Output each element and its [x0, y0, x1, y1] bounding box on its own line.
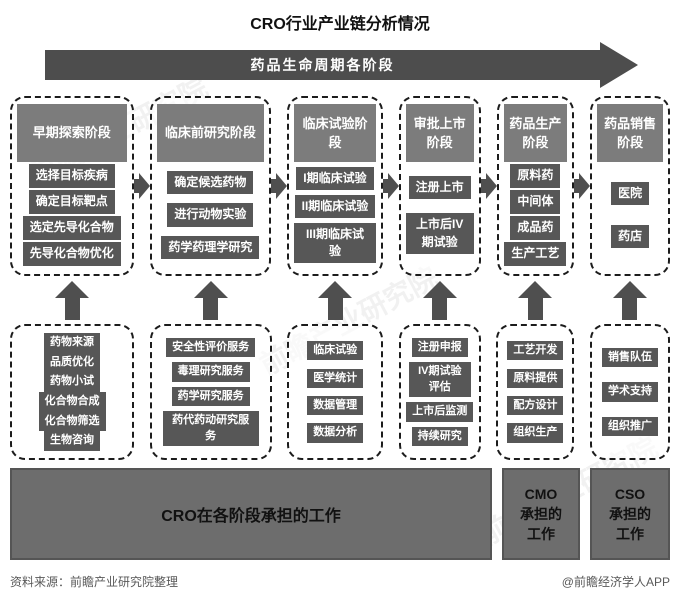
cmo-label-line: 工作 — [527, 526, 555, 543]
service-item: 化合物筛选 — [38, 411, 106, 432]
cso-label-line: CSO — [614, 485, 646, 502]
footer-source: 资料来源：前瞻产业研究院整理 — [10, 575, 179, 589]
stage-column-production: 药品生产阶段 原料药 中间体 成品药 生产工艺 — [496, 96, 575, 276]
cmo-label-line: CMO — [524, 485, 558, 502]
stage-item: 选定先导化合物 — [22, 216, 121, 240]
up-arrow-icon — [422, 280, 457, 320]
stage-column-early-exploration: 早期探索阶段 选择目标疾病 确定目标靶点 选定先导化合物 先导化合物优化 — [10, 96, 134, 276]
stage-item: II期临床试验 — [294, 194, 376, 218]
stage-item: I期临床试验 — [296, 166, 374, 190]
responsibilities-row: CRO在各阶段承担的工作 CMO 承担的 工作 CSO 承担的 工作 — [10, 468, 670, 560]
stage-column-approval-launch: 审批上市阶段 注册上市 上市后IV期试验 — [398, 96, 481, 276]
services-row: 药物来源 品质优化 药物小试 化合物合成 化合物筛选 生物咨询 安全性评价服务 … — [10, 324, 670, 460]
up-arrows-row — [10, 276, 670, 324]
service-box-approval-launch: 注册申报 IV期试验评估 上市后监测 持续研究 — [398, 324, 481, 460]
stage-item: 注册上市 — [408, 175, 471, 200]
service-item: 医学统计 — [307, 368, 364, 388]
up-arrow-icon — [193, 280, 228, 320]
stage-item: 确定候选药物 — [167, 170, 254, 195]
service-item: 临床试验 — [307, 341, 364, 361]
footer-credit: @前瞻经济学人APP — [561, 575, 670, 589]
service-item: 配方设计 — [507, 396, 564, 416]
up-arrow-icon — [518, 280, 553, 320]
service-item: 组织推广 — [601, 416, 658, 437]
service-item: 上市后监测 — [406, 402, 474, 422]
stage-item: 原料药 — [510, 164, 561, 188]
cro-label: CRO在各阶段承担的工作 — [161, 508, 341, 525]
stage-header: 药品生产阶段 — [503, 104, 568, 162]
cso-label-line: 承担的 — [609, 505, 651, 522]
stage-header: 临床试验阶段 — [294, 104, 376, 162]
up-arrow-icon — [318, 280, 353, 320]
service-item: 毒理研究服务 — [171, 362, 250, 382]
stage-item: 医院 — [611, 181, 650, 206]
stage-header: 临床前研究阶段 — [156, 104, 265, 162]
cso-label-line: 工作 — [616, 526, 644, 543]
stage-item: 确定目标靶点 — [28, 190, 115, 214]
service-item: 药学研究服务 — [171, 386, 250, 407]
service-item: 化合物合成 — [38, 392, 106, 412]
stage-column-clinical-trial: 临床试验阶段 I期临床试验 II期临床试验 III期临床试验 — [287, 96, 383, 276]
stage-item: 进行动物实验 — [167, 203, 254, 227]
stage-item: 生产工艺 — [504, 242, 567, 266]
up-arrow-icon — [612, 280, 647, 320]
stage-column-sales: 药品销售阶段 医院 药店 — [590, 96, 671, 276]
service-box-early-exploration: 药物来源 品质优化 药物小试 化合物合成 化合物筛选 生物咨询 — [10, 324, 134, 460]
service-item: 持续研究 — [411, 426, 468, 446]
service-item: 药物来源 — [44, 333, 100, 353]
service-box-production: 工艺开发 原料提供 配方设计 组织生产 — [496, 324, 575, 460]
service-box-sales: 销售队伍 学术支持 组织推广 — [589, 324, 670, 460]
service-item: 品质优化 — [44, 352, 100, 373]
lifecycle-arrow-label: 药品生命周期各阶段 — [250, 57, 395, 73]
service-item: 数据管理 — [307, 396, 364, 416]
stage-header: 药品销售阶段 — [597, 104, 664, 162]
right-arrow-icon — [574, 173, 591, 199]
cmo-box: CMO 承担的 工作 — [502, 468, 580, 560]
service-item: 注册申报 — [411, 338, 468, 358]
service-item: 销售队伍 — [601, 347, 658, 368]
service-item: 原料提供 — [507, 368, 564, 388]
cro-box: CRO在各阶段承担的工作 — [10, 468, 492, 560]
service-item: 药物小试 — [44, 372, 100, 392]
lifecycle-arrow: 药品生命周期各阶段 — [45, 42, 670, 88]
service-item: 学术支持 — [601, 382, 658, 402]
service-box-clinical-trial: 临床试验 医学统计 数据管理 数据分析 — [287, 324, 384, 460]
stage-item: 成品药 — [510, 216, 561, 240]
footer: 资料来源：前瞻产业研究院整理 @前瞻经济学人APP — [10, 573, 670, 590]
service-item: 数据分析 — [307, 423, 364, 443]
cso-box: CSO 承担的 工作 — [590, 468, 670, 560]
service-item: 组织生产 — [507, 423, 564, 443]
stage-row: 早期探索阶段 选择目标疾病 确定目标靶点 选定先导化合物 先导化合物优化 临床前… — [10, 96, 671, 276]
right-arrow-icon — [271, 173, 288, 199]
stage-item: 选择目标疾病 — [28, 164, 115, 188]
stage-header: 早期探索阶段 — [17, 104, 127, 162]
stage-item: 药学药理学研究 — [161, 235, 260, 260]
cmo-label-line: 承担的 — [520, 505, 562, 522]
stage-item: III期临床试验 — [294, 222, 376, 264]
stage-item: 中间体 — [510, 190, 561, 214]
right-arrow-icon — [133, 173, 150, 199]
service-item: 生物咨询 — [44, 431, 100, 451]
lifecycle-arrow-body: 药品生命周期各阶段 — [45, 50, 600, 80]
service-item: 安全性评价服务 — [166, 338, 256, 358]
service-item: 工艺开发 — [507, 341, 564, 361]
up-arrow-icon — [55, 280, 89, 320]
service-item: 药代药动研究服务 — [162, 411, 259, 446]
stage-header: 审批上市阶段 — [405, 104, 474, 162]
stage-item: 药店 — [611, 224, 650, 249]
stage-item: 上市后IV期试验 — [405, 213, 474, 255]
right-arrow-icon — [382, 173, 399, 199]
page-title: CRO行业产业链分析情况 — [250, 16, 430, 33]
lifecycle-arrow-head-icon — [600, 42, 638, 88]
stage-item: 先导化合物优化 — [22, 242, 121, 266]
service-item: IV期试验评估 — [408, 362, 471, 398]
right-arrow-icon — [480, 173, 497, 199]
stage-column-preclinical: 临床前研究阶段 确定候选药物 进行动物实验 药学药理学研究 — [149, 96, 272, 276]
service-box-preclinical: 安全性评价服务 毒理研究服务 药学研究服务 药代药动研究服务 — [149, 324, 272, 460]
